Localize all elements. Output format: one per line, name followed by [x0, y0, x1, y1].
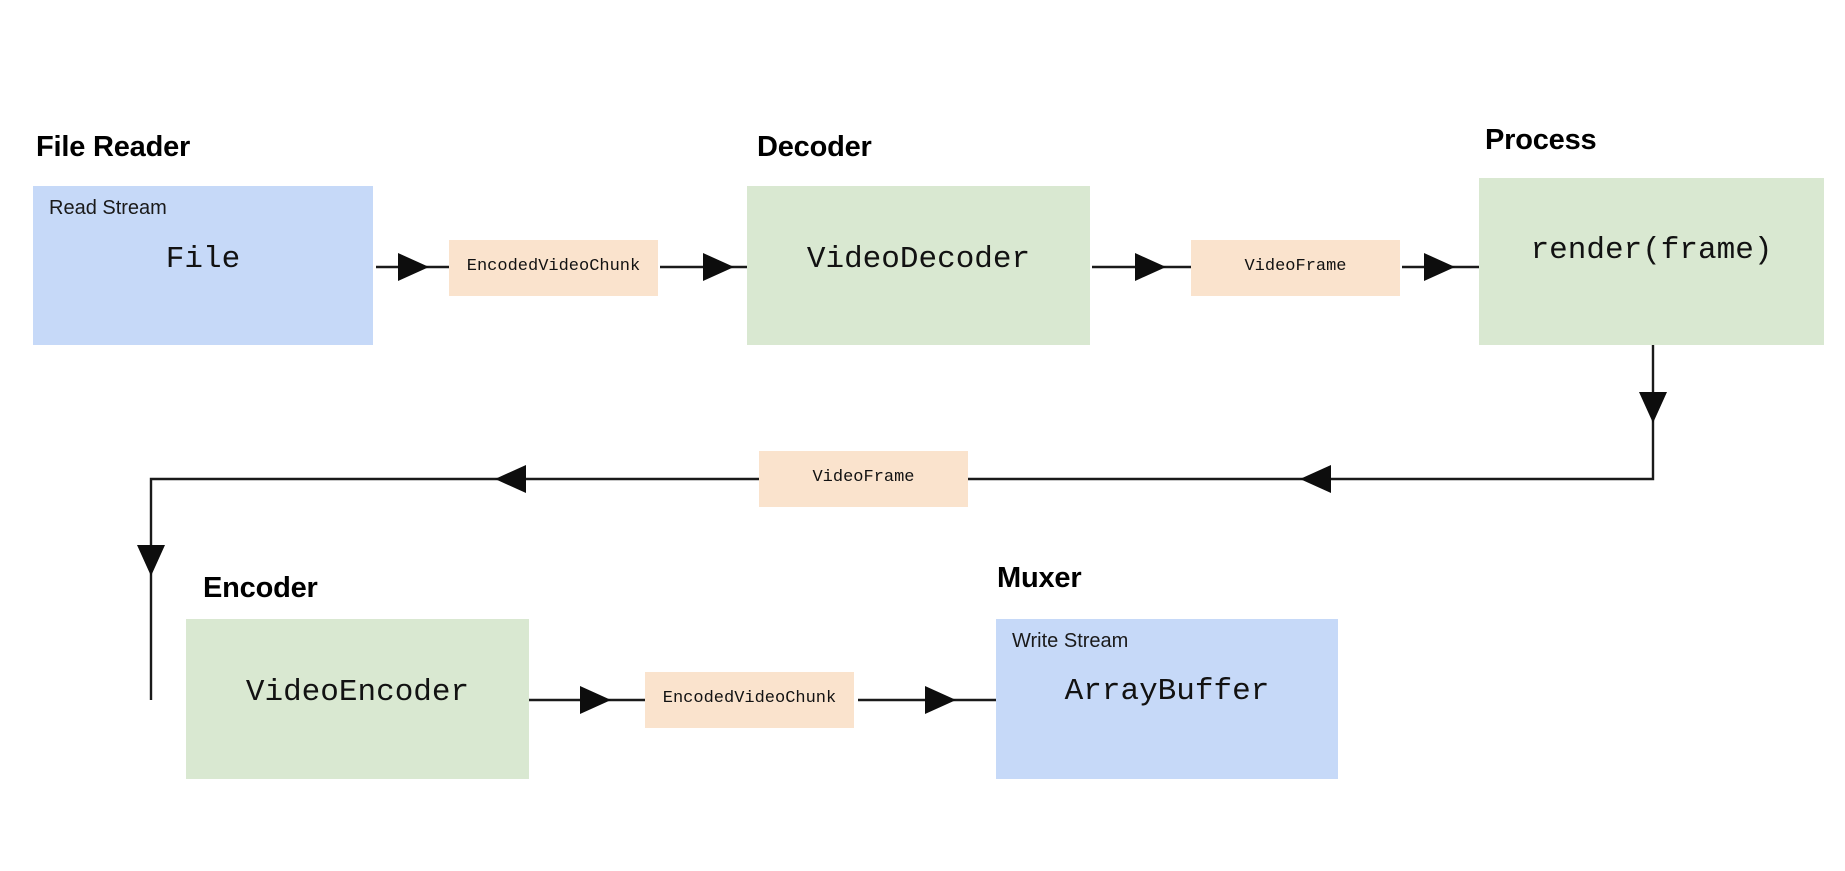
- node-array-buffer-label: ArrayBuffer: [1064, 674, 1270, 709]
- edge-encoded-chunk-to-video-decoder: [660, 253, 750, 281]
- node-array-buffer-sublabel: Write Stream: [1012, 630, 1129, 652]
- group-title-decoder: Decoder: [757, 131, 872, 163]
- node-array-buffer[interactable]: Write Stream ArrayBuffer: [996, 619, 1338, 779]
- node-video-encoder[interactable]: VideoEncoder: [186, 619, 529, 779]
- edge-video-encoder-to-encoded-chunk-bottom: [528, 686, 648, 714]
- node-encoded-video-chunk-bottom-label: EncodedVideoChunk: [662, 689, 837, 708]
- group-title-muxer: Muxer: [997, 562, 1082, 594]
- node-file-label: File: [165, 242, 241, 277]
- node-encoded-video-chunk-bottom[interactable]: EncodedVideoChunk: [645, 672, 854, 728]
- group-title-file-reader: File Reader: [36, 131, 191, 163]
- node-video-decoder[interactable]: VideoDecoder: [747, 186, 1090, 345]
- edge-render-frame-to-video-frame-return: [968, 345, 1667, 493]
- node-video-decoder-label: VideoDecoder: [806, 242, 1031, 277]
- node-video-frame-return-label: VideoFrame: [812, 468, 915, 487]
- group-title-process: Process: [1485, 124, 1597, 156]
- node-video-frame-top[interactable]: VideoFrame: [1191, 240, 1400, 296]
- node-video-encoder-label: VideoEncoder: [245, 675, 470, 710]
- node-file[interactable]: Read Stream File: [33, 186, 373, 345]
- edge-video-decoder-to-video-frame: [1092, 253, 1194, 281]
- node-render-frame-label: render(frame): [1530, 233, 1773, 268]
- node-encoded-video-chunk-top[interactable]: EncodedVideoChunk: [449, 240, 658, 296]
- node-render-frame[interactable]: render(frame): [1479, 178, 1824, 345]
- node-encoded-video-chunk-top-label: EncodedVideoChunk: [466, 257, 641, 276]
- group-title-encoder: Encoder: [203, 572, 318, 604]
- edge-file-to-encoded-chunk: [376, 253, 452, 281]
- edge-video-frame-to-render-frame: [1402, 253, 1482, 281]
- node-video-frame-return[interactable]: VideoFrame: [759, 451, 968, 507]
- edge-encoded-chunk-bottom-to-array-buffer: [858, 686, 999, 714]
- node-video-frame-top-label: VideoFrame: [1244, 257, 1347, 276]
- node-file-sublabel: Read Stream: [49, 197, 167, 219]
